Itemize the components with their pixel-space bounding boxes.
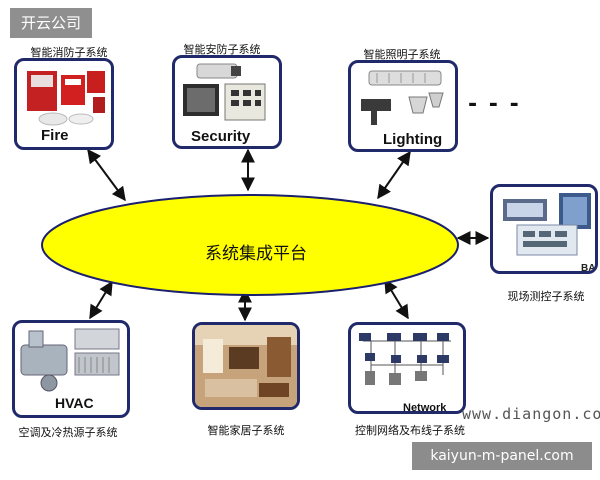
hvac-subsystem-box: HVAC xyxy=(12,320,130,418)
caption-lighting: 智能照明子系统 xyxy=(363,48,441,61)
fire-subsystem-box: Fire xyxy=(14,58,114,150)
security-label: Security xyxy=(191,128,251,145)
hvac-chiller-icon xyxy=(20,328,120,392)
arrow-hvac xyxy=(89,280,113,320)
security-subsystem-box: Security xyxy=(172,55,282,149)
arrow-fire xyxy=(87,148,126,202)
ba-screens-icon xyxy=(503,193,591,256)
fire-alarm-icon xyxy=(27,71,105,126)
caption-ba: 现场测控子系统 xyxy=(507,290,585,303)
home-interior-icon xyxy=(195,325,297,407)
security-camera-icon xyxy=(183,63,266,121)
footer-url: kaiyun-m-panel.com xyxy=(412,442,592,470)
arrow-network xyxy=(384,278,409,320)
platform-ellipse xyxy=(41,194,459,296)
company-badge: 开云公司 xyxy=(10,8,92,38)
network-diagram-icon xyxy=(359,333,451,385)
ba-tag: BA xyxy=(581,263,596,274)
hvac-label: HVAC xyxy=(55,395,94,411)
lighting-subsystem-box: Lighting xyxy=(348,60,458,152)
network-subsystem-box: Network xyxy=(348,322,466,414)
lighting-fixture-icon xyxy=(361,70,444,125)
watermark-text: www.diangon.com xyxy=(462,405,600,423)
lighting-label: Lighting xyxy=(383,131,443,148)
caption-home: 智能家居子系统 xyxy=(207,424,285,437)
caption-security: 智能安防子系统 xyxy=(183,43,261,56)
arrow-lighting xyxy=(377,150,411,200)
home-subsystem-box xyxy=(192,322,300,410)
platform-label: 系统集成平台 xyxy=(205,244,307,264)
ba-subsystem-box: BA xyxy=(490,184,598,274)
caption-hvac: 空调及冷热源子系统 xyxy=(18,426,118,439)
network-label: Network xyxy=(403,402,447,414)
caption-network: 控制网络及布线子系统 xyxy=(355,424,465,437)
more-indicator: - - - xyxy=(468,92,521,117)
fire-label: Fire xyxy=(41,127,69,144)
caption-fire: 智能消防子系统 xyxy=(30,46,108,59)
